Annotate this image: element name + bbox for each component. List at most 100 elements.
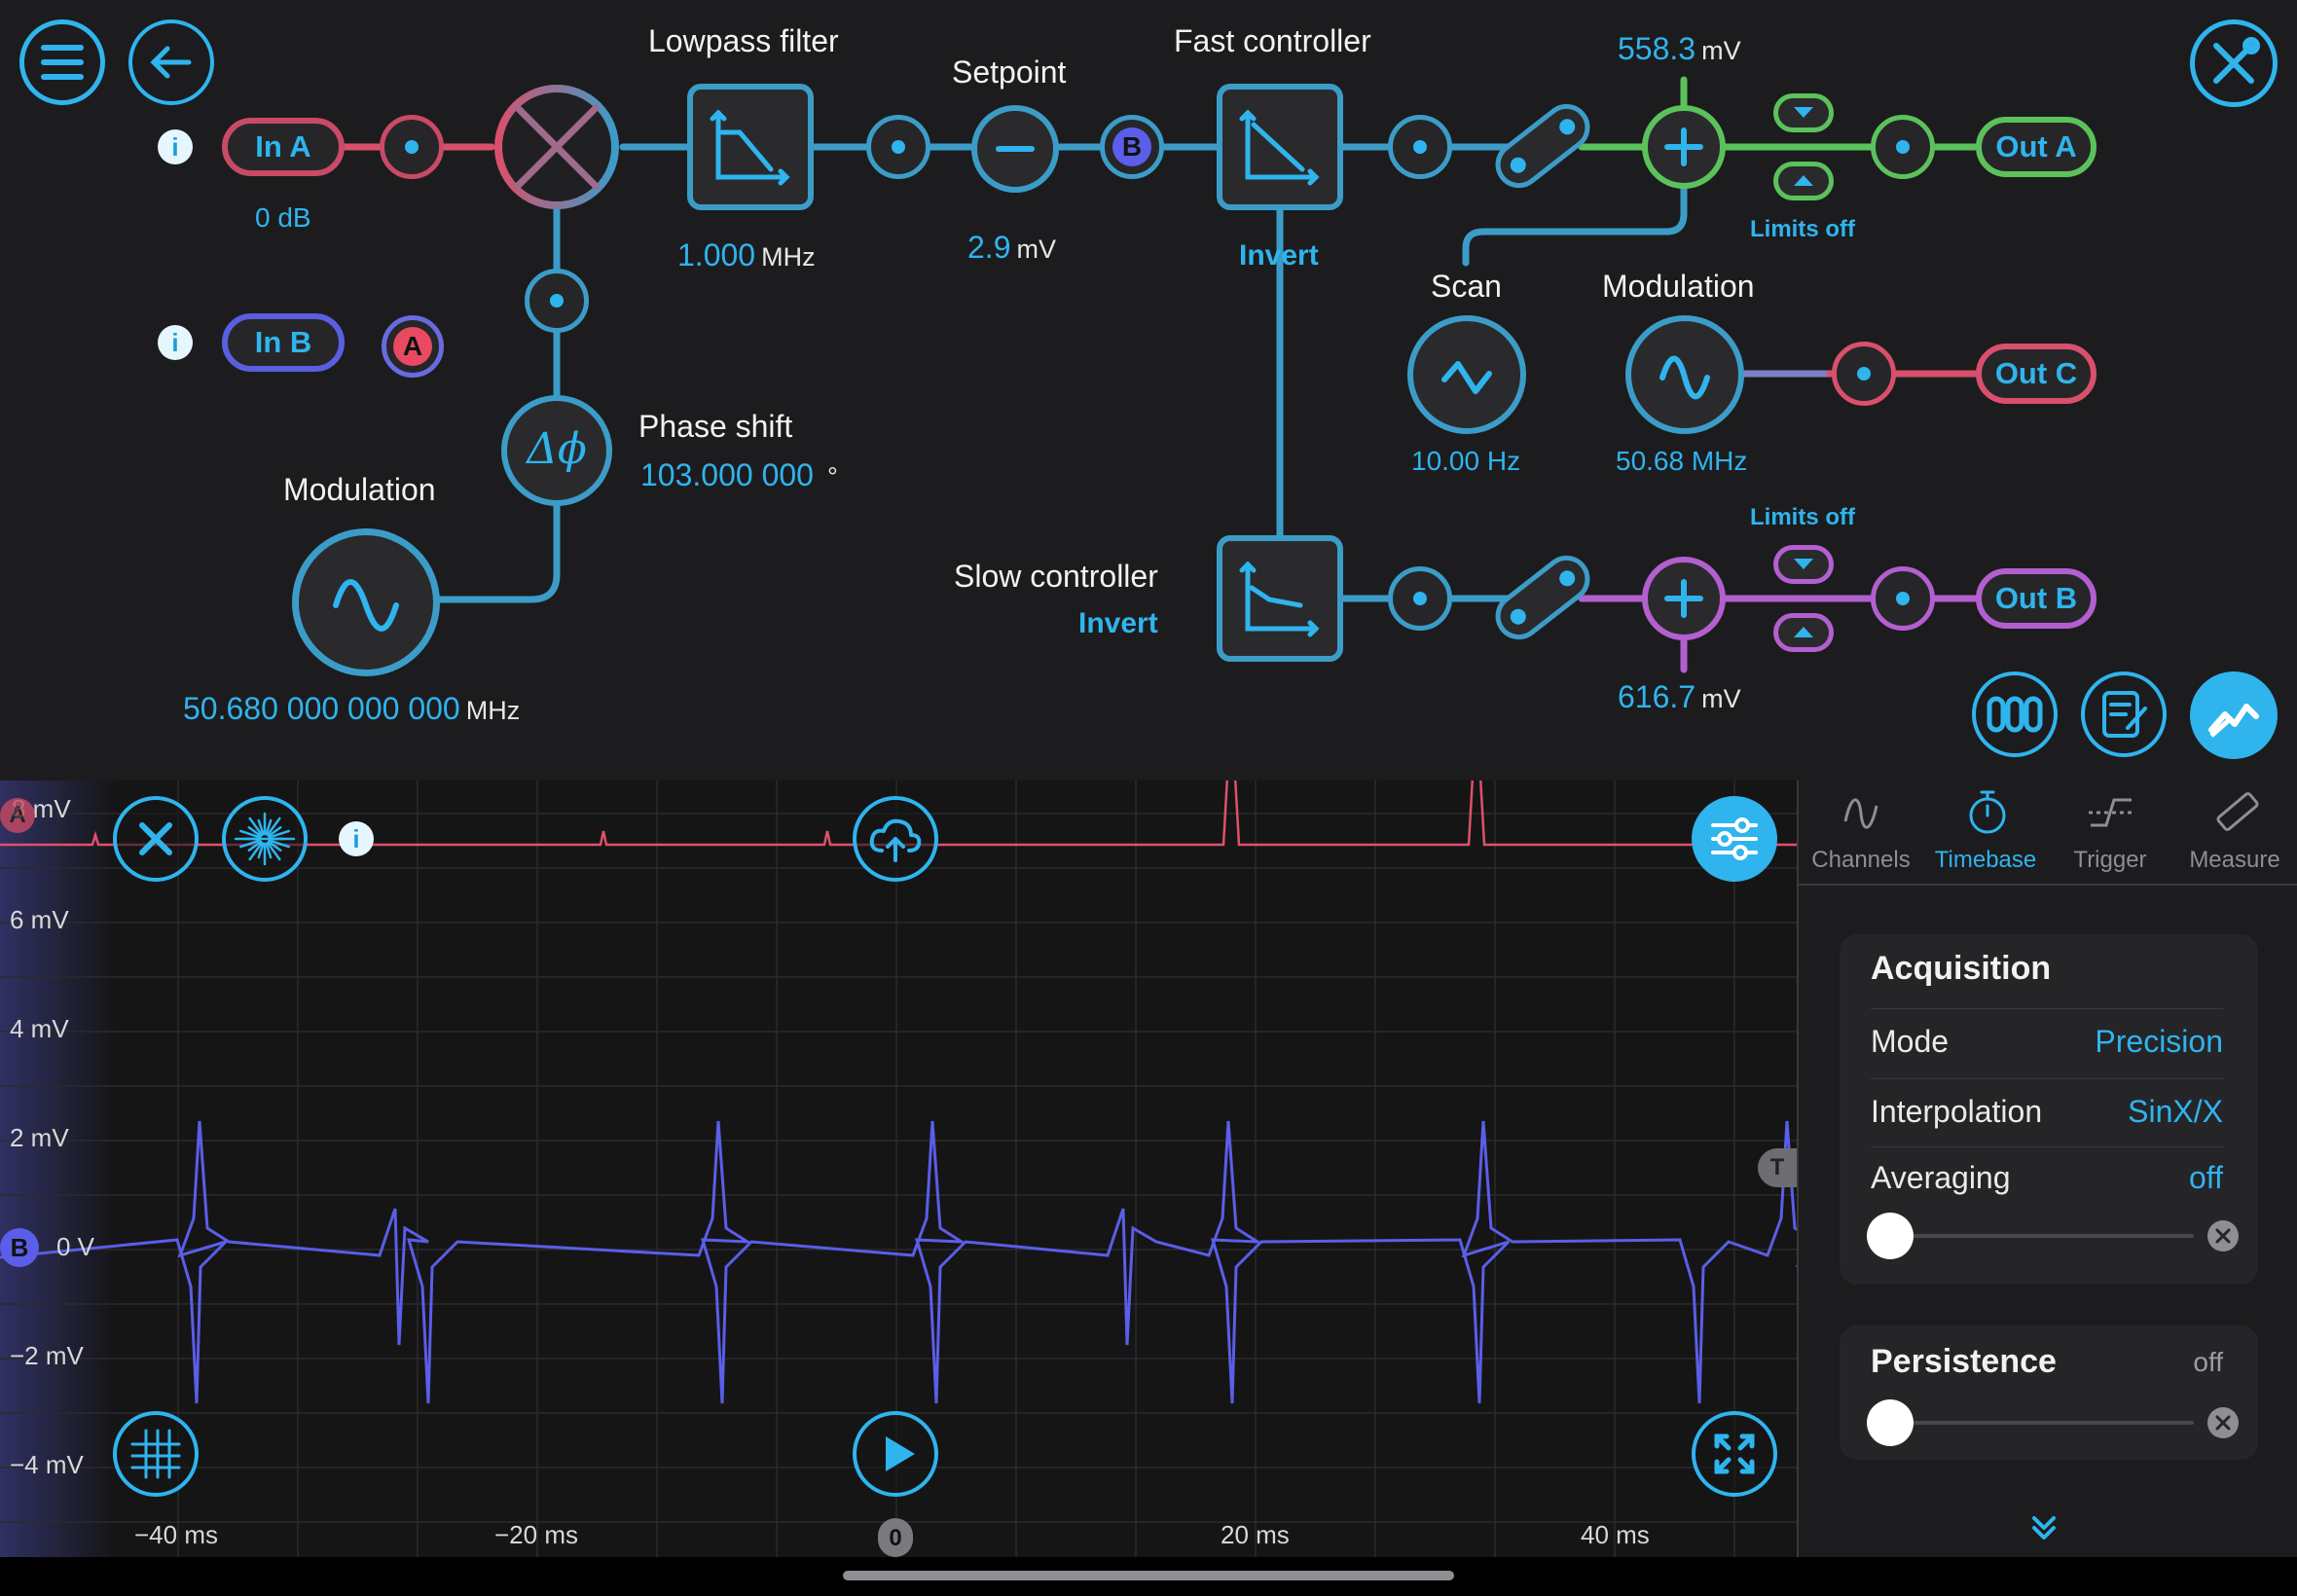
persistence-reset-button[interactable]: [2207, 1407, 2239, 1438]
mode-label: Mode: [1871, 1024, 1950, 1059]
scope-settings-panel: Channels Timebase Trigger Measure Acquis…: [1797, 780, 2297, 1557]
clear-button[interactable]: [113, 796, 199, 882]
out-c-pill[interactable]: Out C: [1976, 344, 2096, 404]
fast-controller-block[interactable]: [1217, 84, 1343, 210]
fast-controller-invert[interactable]: Invert: [1239, 239, 1319, 272]
modulation-left-knob[interactable]: [292, 528, 440, 676]
zero-marker-label: 0: [889, 1525, 902, 1551]
out-a-upper-limit[interactable]: [1773, 93, 1834, 132]
input-b-pill[interactable]: In B: [222, 313, 345, 372]
out-a-pill[interactable]: Out A: [1976, 117, 2096, 177]
tab-measure[interactable]: Measure: [2172, 780, 2297, 882]
fullscreen-button[interactable]: [1692, 1411, 1777, 1497]
lowpass-filter-block[interactable]: [687, 84, 814, 210]
modulation-left-value: 50.680 000 000 000: [183, 691, 460, 726]
lowpass-unit: MHz: [761, 242, 816, 272]
multichannel-view-button[interactable]: [1972, 671, 2058, 757]
persistence-slider-track[interactable]: [1894, 1421, 2194, 1425]
scan-knob[interactable]: [1407, 315, 1526, 434]
scan-value[interactable]: 10.00 Hz: [1411, 446, 1521, 476]
plus-icon: [1664, 579, 1703, 618]
tab-channels-label: Channels: [1811, 847, 1911, 873]
input-a-pill[interactable]: In A: [222, 118, 345, 176]
out-c-probe-node[interactable]: [1832, 342, 1896, 406]
channel-b-level-marker[interactable]: B: [0, 1228, 39, 1267]
averaging-label: Averaging: [1871, 1160, 2011, 1195]
out-b-upper-limit[interactable]: [1773, 545, 1834, 584]
oscilloscope-display[interactable]: 8 mV 6 mV 4 mV 2 mV 0 V −2 mV −4 mV −40 …: [0, 780, 1797, 1557]
notes-button[interactable]: [2081, 671, 2167, 757]
out-c-label: Out C: [1994, 356, 2078, 390]
grid-toggle-button[interactable]: [113, 1411, 199, 1497]
out-b-pill[interactable]: Out B: [1976, 568, 2096, 629]
scope-settings-button[interactable]: [1692, 796, 1777, 882]
slow-controller-invert[interactable]: Invert: [1078, 607, 1158, 639]
fast-controller-title: Fast controller: [1174, 23, 1371, 58]
averaging-value[interactable]: off: [2189, 1160, 2223, 1195]
grid-icon: [130, 1429, 181, 1479]
channel-a-trace: [0, 780, 1797, 847]
out-a-lower-limit[interactable]: [1773, 162, 1834, 200]
trigger-position-marker[interactable]: 0: [878, 1518, 913, 1557]
input-b-label: In B: [254, 325, 312, 359]
averaging-slider-thumb[interactable]: [1867, 1213, 1914, 1259]
modulation-right-knob[interactable]: [1625, 315, 1744, 434]
modulation-right-value[interactable]: 50.68 MHz: [1616, 446, 1748, 476]
input-a-label: In A: [255, 129, 311, 163]
tab-trigger-label: Trigger: [2073, 847, 2147, 873]
out-b-sum-node[interactable]: [1642, 557, 1726, 640]
interpolation-value[interactable]: SinX/X: [2128, 1094, 2223, 1129]
input-a-probe-node[interactable]: [380, 115, 444, 179]
out-b-lower-limit[interactable]: [1773, 613, 1834, 652]
sliders-icon: [1711, 817, 1758, 860]
run-stop-button[interactable]: [853, 1411, 938, 1497]
channel-a-badge[interactable]: A: [382, 315, 444, 378]
y-tick-label: 6 mV: [10, 905, 69, 934]
fast-probe-node[interactable]: [1388, 115, 1452, 179]
lowpass-value: 1.000: [677, 237, 756, 272]
menu-button[interactable]: [19, 19, 105, 105]
persistence-value[interactable]: off: [2193, 1347, 2223, 1377]
phase-shift-knob[interactable]: Δϕ: [501, 395, 612, 506]
channel-a-level-marker[interactable]: A: [0, 798, 35, 833]
tab-timebase[interactable]: Timebase: [1923, 780, 2048, 882]
scope-info-button[interactable]: i: [339, 821, 374, 856]
expand-panel-button[interactable]: [2024, 1508, 2063, 1547]
out-a-probe-node[interactable]: [1871, 115, 1935, 179]
out-b-offset-value: 616.7: [1618, 679, 1696, 714]
averaging-slider-track[interactable]: [1894, 1234, 2194, 1238]
out-b-probe-node[interactable]: [1871, 566, 1935, 631]
slow-probe-node[interactable]: [1388, 566, 1452, 631]
phase-probe-node[interactable]: [525, 269, 589, 333]
settings-tools-button[interactable]: [2190, 19, 2278, 107]
scope-view-button[interactable]: [2190, 671, 2278, 759]
mode-value[interactable]: Precision: [2095, 1024, 2223, 1059]
out-a-sum-node[interactable]: [1642, 105, 1726, 189]
starburst-icon: [234, 812, 296, 866]
upload-button[interactable]: [853, 796, 938, 882]
input-a-info-button[interactable]: i: [158, 129, 193, 164]
trigger-edge-icon: [2089, 798, 2133, 827]
input-a-gain[interactable]: 0 dB: [255, 202, 311, 233]
home-indicator[interactable]: [843, 1571, 1454, 1580]
tab-trigger[interactable]: Trigger: [2048, 780, 2172, 882]
tab-channels[interactable]: Channels: [1799, 780, 1923, 882]
channel-b-badge[interactable]: B: [1100, 115, 1164, 179]
phase-shift-value-group[interactable]: 103.000 000°: [640, 457, 838, 493]
trigger-level-marker[interactable]: T: [1758, 1148, 1797, 1187]
input-b-info-button[interactable]: i: [158, 325, 193, 360]
setpoint-unit: mV: [1016, 235, 1056, 264]
filter-probe-node[interactable]: [866, 115, 930, 179]
back-button[interactable]: [128, 19, 214, 105]
auto-set-button[interactable]: [222, 796, 308, 882]
averaging-reset-button[interactable]: [2207, 1220, 2239, 1251]
slow-controller-block[interactable]: [1217, 535, 1343, 662]
persistence-slider-thumb[interactable]: [1867, 1399, 1914, 1446]
setpoint-knob[interactable]: [971, 105, 1059, 193]
